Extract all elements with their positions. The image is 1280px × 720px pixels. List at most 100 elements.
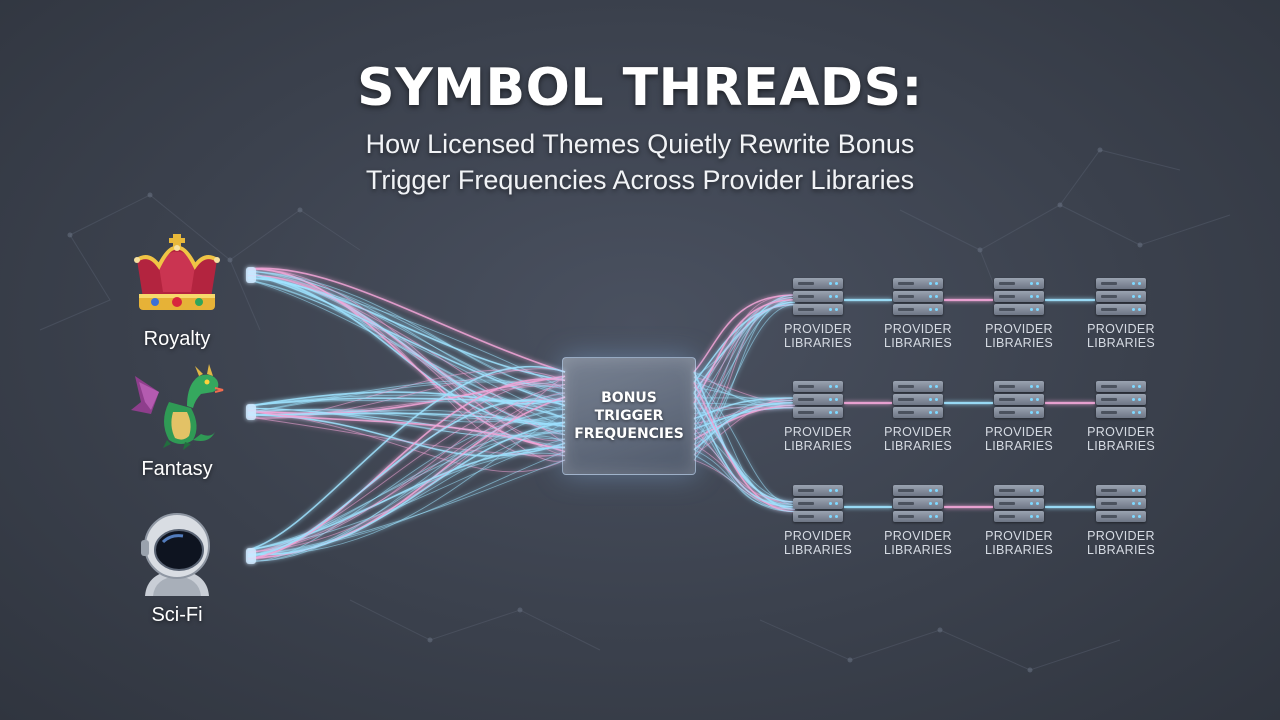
server-unit: [994, 381, 1044, 392]
theme-label-fantasy: Fantasy: [141, 458, 213, 480]
server-rack-icon: [893, 485, 943, 522]
server-rack-icon: [893, 381, 943, 418]
provider-label-line-2: LIBRARIES: [883, 439, 952, 453]
server-unit: [1096, 485, 1146, 496]
provider-label-line-1: PROVIDER: [985, 529, 1053, 543]
server-rack-icon: [994, 485, 1044, 522]
server-rack-icon: [1096, 381, 1146, 418]
thread-line: [247, 409, 566, 453]
server-unit: [793, 498, 843, 509]
thread-line: [693, 387, 796, 401]
thread-line: [247, 375, 566, 553]
thread-line: [247, 409, 566, 473]
thread-line: [693, 402, 796, 451]
thread-line: [693, 299, 796, 404]
server-unit: [793, 394, 843, 405]
thread-line: [247, 270, 566, 394]
thread-line: [693, 418, 796, 513]
thread-line: [247, 446, 566, 551]
provider-label-line-2: LIBRARIES: [783, 439, 852, 453]
thread-line: [247, 430, 566, 556]
thread-line: [693, 399, 796, 425]
thread-line: [693, 428, 796, 510]
provider-label-line-2: LIBRARIES: [783, 336, 852, 350]
thread-line: [693, 387, 796, 503]
thread-line: [693, 304, 796, 419]
thread-line: [247, 432, 566, 558]
bonus-trigger-hub: BONUS TRIGGER FREQUENCIES: [562, 357, 696, 475]
thread-line: [247, 392, 566, 407]
hub-label: BONUS TRIGGER FREQUENCIES: [574, 389, 684, 443]
thread-line: [247, 378, 566, 560]
server-unit: [1096, 304, 1146, 315]
server-unit: [994, 291, 1044, 302]
provider-label-line-1: PROVIDER: [1087, 425, 1155, 439]
provider-label-line-2: LIBRARIES: [883, 336, 952, 350]
server-unit: [994, 485, 1044, 496]
server-unit: [1096, 511, 1146, 522]
thread-line: [693, 397, 796, 456]
server-rack-icon: [893, 278, 943, 315]
server-rack-icon: [793, 381, 843, 418]
server-unit: [893, 485, 943, 496]
server-unit: [893, 407, 943, 418]
server-unit: [893, 511, 943, 522]
provider-label-line-1: PROVIDER: [784, 425, 852, 439]
theme-sci-fi: Sci-Fi: [122, 508, 232, 627]
server-unit: [793, 407, 843, 418]
provider-label-line-2: LIBRARIES: [1086, 543, 1155, 557]
server-unit: [793, 304, 843, 315]
thread-line: [247, 452, 566, 551]
server-unit: [893, 381, 943, 392]
thread-line: [247, 279, 566, 419]
thread-line: [247, 416, 566, 562]
provider-label-line-1: PROVIDER: [985, 425, 1053, 439]
server-unit: [994, 511, 1044, 522]
thread-line: [247, 451, 566, 558]
thread-line: [247, 279, 566, 411]
server-unit: [793, 278, 843, 289]
thread-line: [693, 296, 796, 378]
thread-line: [247, 270, 566, 402]
thread-line: [247, 277, 566, 382]
provider-label-line-2: LIBRARIES: [783, 543, 852, 557]
thread-line: [247, 277, 566, 390]
hub-label-line-2: TRIGGER: [594, 408, 664, 424]
thread-line: [247, 368, 566, 419]
provider-label-line-1: PROVIDER: [884, 425, 952, 439]
thread-line: [247, 270, 566, 384]
server-unit: [793, 485, 843, 496]
thread-line: [693, 423, 796, 508]
provider-label-line-1: PROVIDER: [884, 529, 952, 543]
server-rack-icon: [994, 381, 1044, 418]
thread-line: [693, 454, 796, 513]
server-rack-icon: [793, 278, 843, 315]
thread-line: [693, 382, 796, 513]
server-unit: [994, 304, 1044, 315]
server-unit: [1096, 381, 1146, 392]
thread-line: [247, 416, 566, 457]
server-rack-icon: [1096, 278, 1146, 315]
provider-label-line-2: LIBRARIES: [1086, 439, 1155, 453]
astronaut-helmet-icon: [141, 513, 210, 596]
server-rack-icon: [793, 485, 843, 522]
thread-bundle-start: [246, 404, 256, 420]
thread-line: [693, 294, 796, 445]
server-unit: [1096, 394, 1146, 405]
provider-label-line-1: PROVIDER: [985, 322, 1053, 336]
hub-label-line-3: FREQUENCIES: [574, 426, 684, 442]
server-unit: [1096, 278, 1146, 289]
